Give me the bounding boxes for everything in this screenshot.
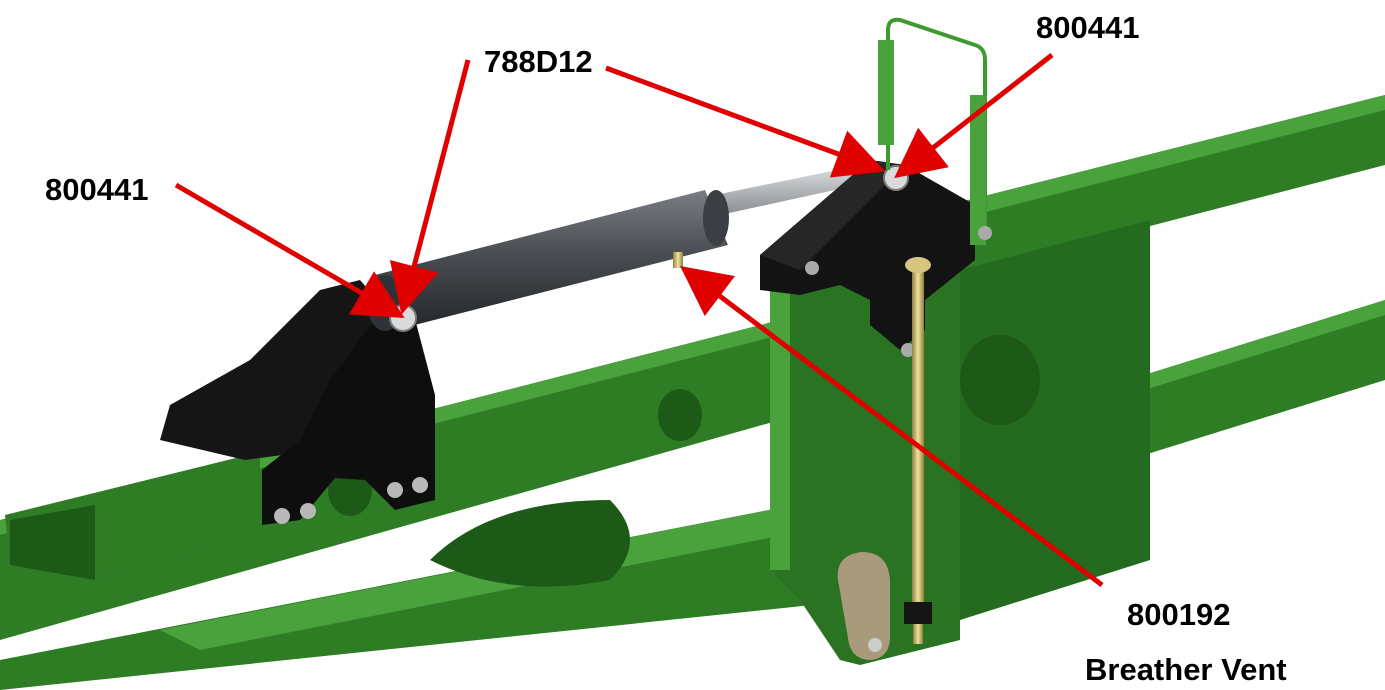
frame-right-box xyxy=(960,220,1150,620)
threaded-rod-bottom-block xyxy=(904,602,932,624)
frame-center-plate-edge xyxy=(770,245,790,570)
label-pin-right: 800441 xyxy=(1036,10,1139,45)
label-vent-part-number: 800192 xyxy=(1127,597,1230,632)
breather-vent-fitting xyxy=(673,252,683,268)
right-bracket-nut-1 xyxy=(805,261,819,275)
left-bracket-bolt-4 xyxy=(412,477,428,493)
callout-labels: 800441 788D12 800441 800192 Breather Ven… xyxy=(45,10,1287,687)
arrow-pin-left xyxy=(174,182,405,319)
label-pin-left: 800441 xyxy=(45,172,148,207)
lever-handle xyxy=(837,552,890,660)
u-handle-nut xyxy=(978,226,992,240)
label-cylinder: 788D12 xyxy=(484,44,593,79)
left-bracket-bolt-1 xyxy=(274,508,290,524)
arrow-rod-end xyxy=(605,65,886,178)
threaded-rod-bottom-end xyxy=(913,624,923,644)
cylinder-barrel xyxy=(375,190,728,330)
frame-cutout-3 xyxy=(430,500,630,587)
frame-right-box-hole xyxy=(960,335,1040,425)
left-bracket xyxy=(160,280,435,525)
callout-arrows xyxy=(174,53,1104,587)
left-bracket-rear-plate xyxy=(160,280,395,460)
right-bracket-top-face xyxy=(760,160,905,270)
frame-left-tube-opening xyxy=(10,505,95,580)
u-handle-right-sleeve xyxy=(970,95,986,245)
left-bracket-bolt-2 xyxy=(300,503,316,519)
u-handle xyxy=(878,17,992,245)
arrow-pin-right xyxy=(894,53,1054,179)
left-bracket-bolt-3 xyxy=(387,482,403,498)
arrow-cylinder xyxy=(389,59,471,315)
cylinder-barrel-end-cap xyxy=(703,190,729,246)
u-handle-wire xyxy=(886,17,987,230)
frame-cutout-1 xyxy=(658,389,702,441)
left-bracket-front-plate xyxy=(262,300,435,525)
lever-handle-bolt xyxy=(868,638,882,652)
u-handle-left-sleeve xyxy=(878,40,894,145)
label-vent-description: Breather Vent xyxy=(1085,652,1287,687)
right-bracket-nut-2 xyxy=(901,343,915,357)
arrow-vent xyxy=(680,265,1104,587)
threaded-rod-top-nut xyxy=(905,257,931,273)
threaded-rod-assembly xyxy=(837,257,932,660)
threaded-rod xyxy=(912,270,924,605)
